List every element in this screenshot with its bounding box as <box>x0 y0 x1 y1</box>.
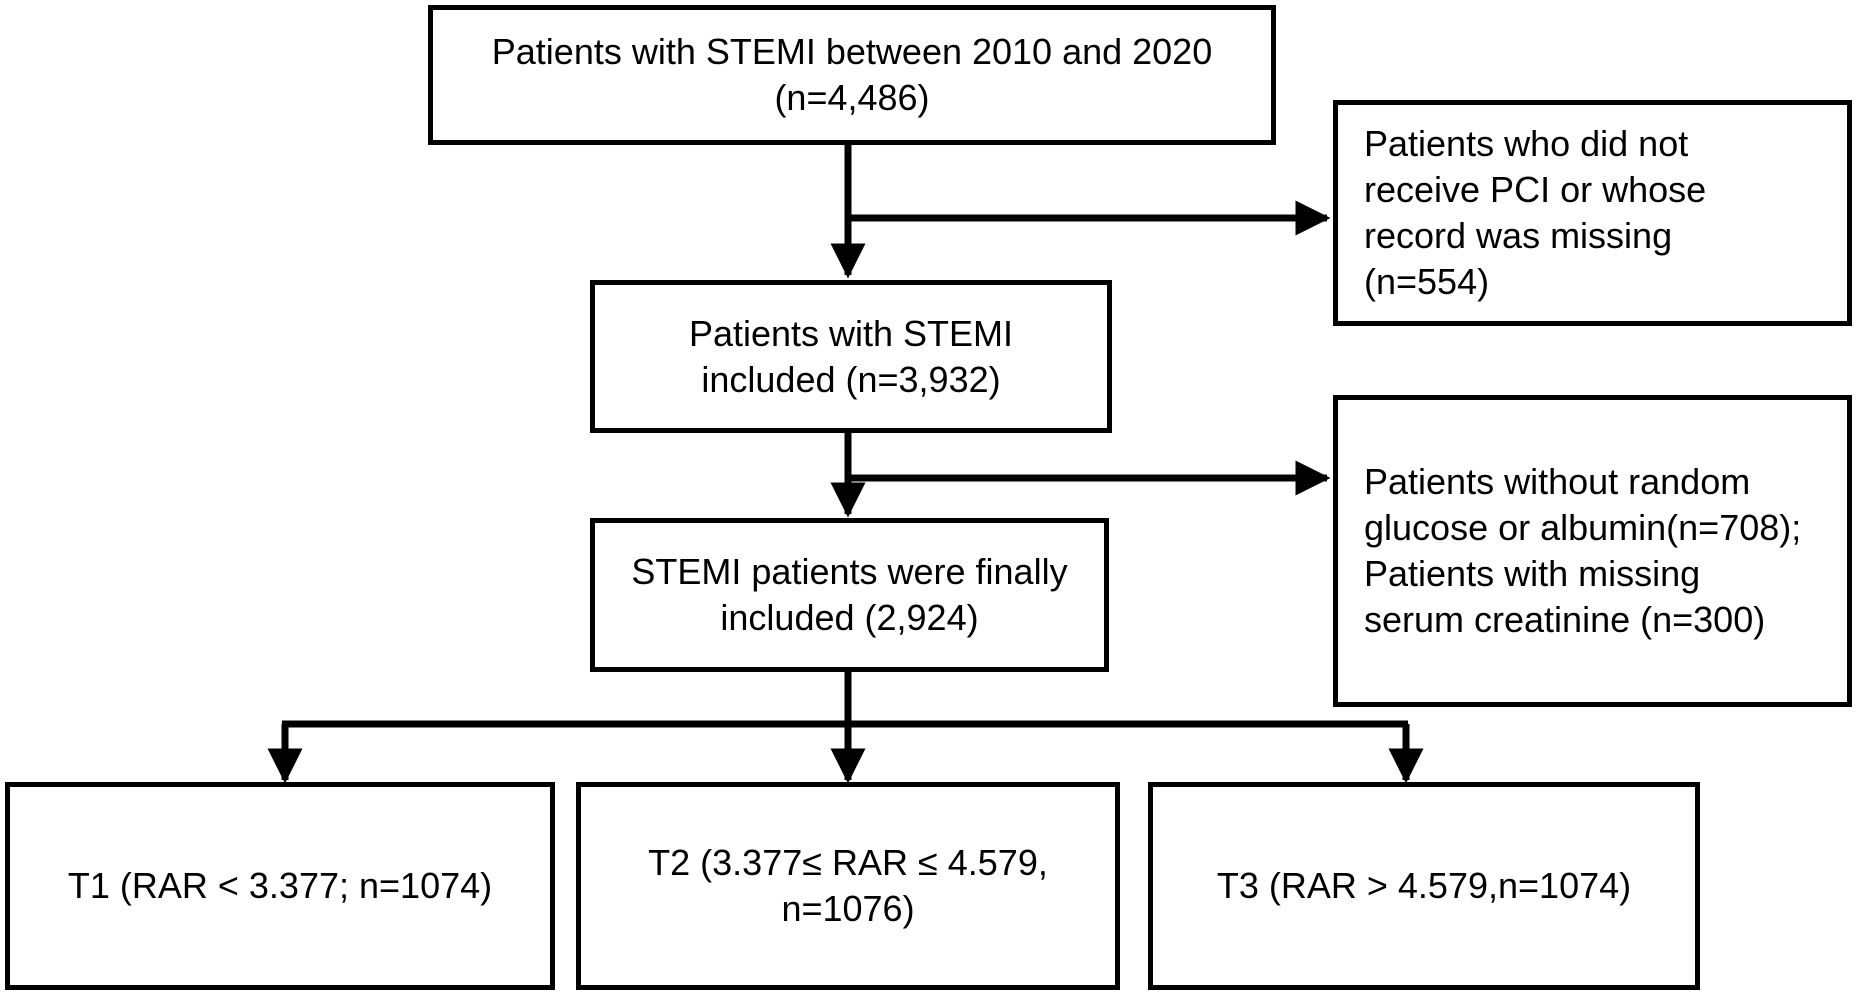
exclusion-2-line-3: Patients with missing <box>1364 553 1701 594</box>
exclusion-1-line-4: (n=554) <box>1364 261 1490 302</box>
group-box-t1: T1 (RAR < 3.377; n=1074) <box>5 782 555 990</box>
exclusion-2-line-2: glucose or albumin(n=708); <box>1364 507 1802 548</box>
exclusion-1-line-2: receive PCI or whose <box>1364 169 1707 210</box>
exclusion-1-line-1: Patients who did not <box>1364 123 1689 164</box>
start-box: Patients with STEMI between 2010 and 202… <box>428 5 1276 145</box>
exclusion-2-line-4: serum creatinine (n=300) <box>1364 599 1766 640</box>
exclusion-2-line-1: Patients without random <box>1364 461 1751 502</box>
included-line-2: included (n=3,932) <box>701 358 1001 400</box>
exclusion-box-2: Patients without random glucose or album… <box>1333 395 1852 707</box>
included-line-1: Patients with STEMI <box>688 312 1014 354</box>
final-line-2: included (2,924) <box>720 597 979 638</box>
final-line-1: STEMI patients were finally <box>631 551 1068 592</box>
group-t2-line-2: n=1076) <box>781 888 915 929</box>
start-line-1: Patients with STEMI between 2010 and 202… <box>491 31 1213 72</box>
group-t3-line-1: T3 (RAR > 4.579,n=1074) <box>1216 865 1632 906</box>
group-t1-line-1: T1 (RAR < 3.377; n=1074) <box>67 865 493 906</box>
final-box: STEMI patients were finally included (2,… <box>590 518 1109 672</box>
exclusion-box-1: Patients who did not receive PCI or whos… <box>1333 100 1852 326</box>
group-t2-line-1: T2 (3.377≤ RAR ≤ 4.579, <box>648 842 1048 883</box>
exclusion-1-line-3: record was missing <box>1364 215 1673 256</box>
start-line-2: (n=4,486) <box>774 77 930 118</box>
included-box: Patients with STEMI included (n=3,932) <box>590 280 1112 433</box>
group-box-t3: T3 (RAR > 4.579,n=1074) <box>1148 782 1700 990</box>
group-box-t2: T2 (3.377≤ RAR ≤ 4.579, n=1076) <box>576 782 1120 990</box>
